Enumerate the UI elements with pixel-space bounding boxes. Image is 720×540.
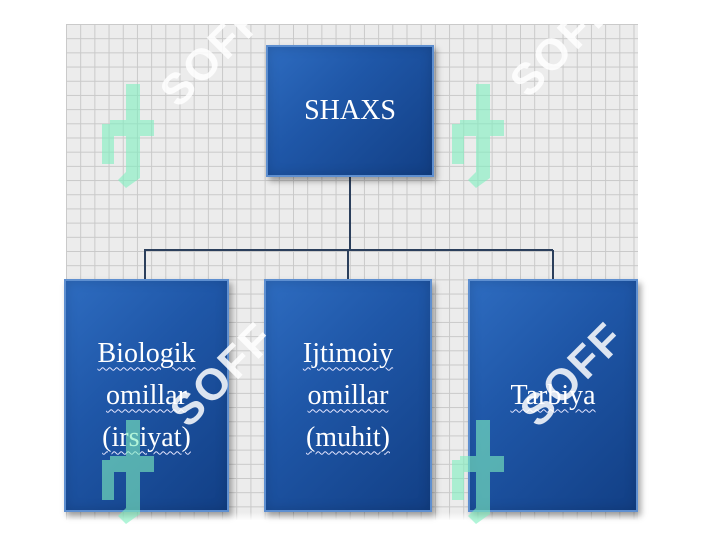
- child-node-biologik-line-1: Biologik: [97, 337, 196, 369]
- child-node-tarbiya: Tarbiya: [468, 279, 638, 512]
- child-node-biologik: Biologik omillar (irsiyat): [64, 279, 229, 512]
- root-node-label: SHAXS: [304, 95, 396, 126]
- child-node-ijtimoiy-line-2: omillar: [307, 379, 389, 411]
- child-node-ijtimoiy-line-1: Ijtimoiy: [302, 337, 394, 369]
- child-node-ijtimoiy-line-3: (muhit): [305, 421, 390, 453]
- child-node-biologik-line-2: omillar: [106, 379, 187, 411]
- root-node-shaxs: SHAXS: [266, 45, 434, 177]
- child-node-biologik-line-3: (irsiyat): [102, 421, 191, 453]
- child-node-ijtimoiy: Ijtimoiy omillar (muhit): [264, 279, 432, 512]
- child-node-tarbiya-line-1: Tarbiya: [510, 379, 596, 411]
